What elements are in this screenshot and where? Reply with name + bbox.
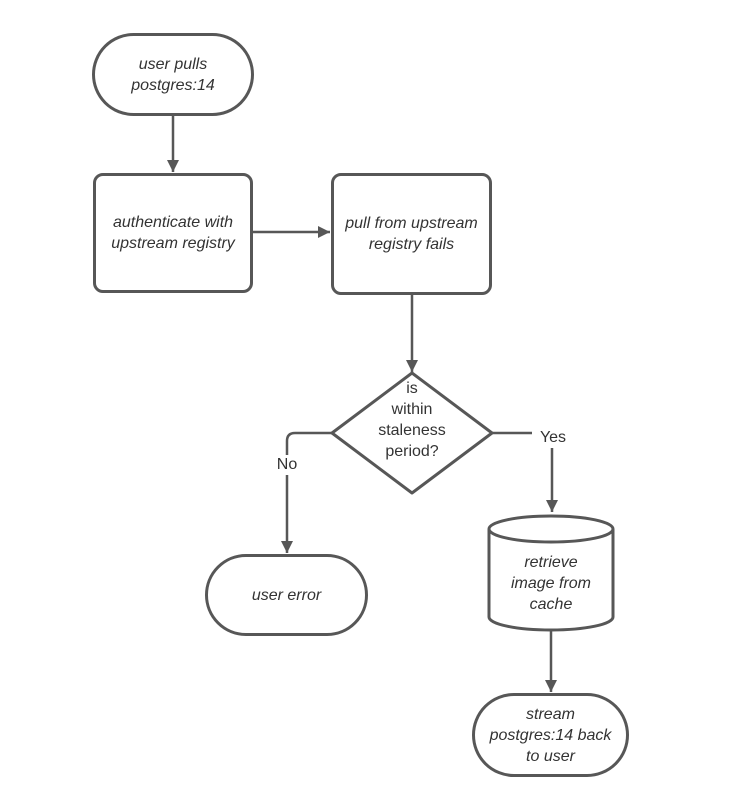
node-start-label: user pulls postgres:14 [131,55,215,94]
cache-cylinder-rim [487,528,615,544]
node-stream-back: stream postgres:14 back to user [472,693,629,777]
cache-cylinder-body [487,514,615,632]
node-decision-label: is within staleness period? [378,380,446,460]
edge-label-yes: Yes [532,428,574,448]
node-stream-back-label: stream postgres:14 back to user [489,705,612,765]
node-cache-label: retrieve image from cache [510,553,592,613]
decision-diamond-shape [330,371,494,495]
node-user-error: user error [205,554,368,636]
node-authenticate: authenticate with upstream registry [93,173,253,293]
node-user-error-label: user error [251,586,322,604]
edge-label-no: No [268,455,306,475]
edge-decision-user-error [281,431,332,553]
node-pull-fails: pull from upstream registry fails [331,173,492,295]
node-pull-fails-label: pull from upstream registry fails [345,215,478,253]
node-start: user pulls postgres:14 [92,33,254,116]
node-authenticate-label: authenticate with upstream registry [111,214,235,252]
